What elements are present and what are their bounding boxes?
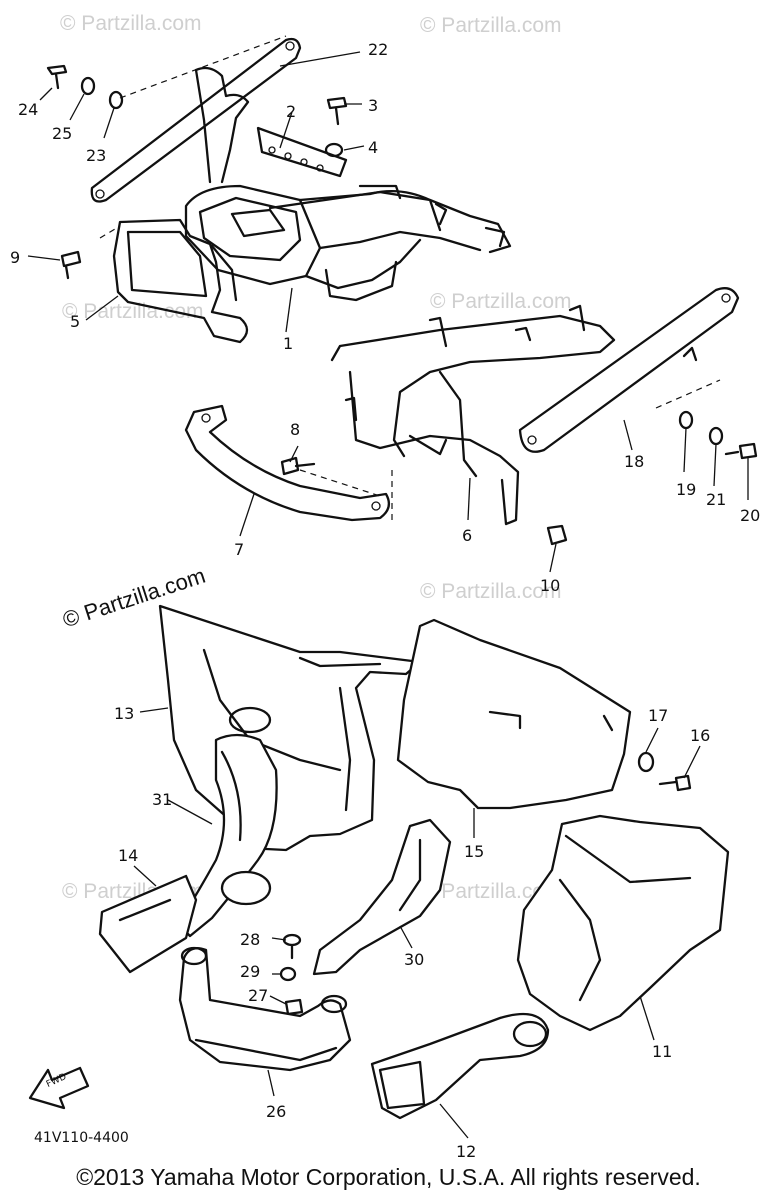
cover-15 bbox=[396, 618, 632, 810]
frame-1 bbox=[184, 66, 512, 302]
callout-5: 5 bbox=[70, 312, 81, 331]
washer-17 bbox=[637, 751, 655, 773]
cover-11 bbox=[516, 814, 730, 1032]
washer-23 bbox=[108, 90, 124, 110]
washer-21 bbox=[708, 426, 724, 446]
cover-13 bbox=[158, 604, 422, 852]
watermark: © Partzilla.com bbox=[62, 300, 204, 323]
fwd-arrow bbox=[28, 1066, 90, 1110]
callout-21: 21 bbox=[706, 490, 727, 509]
callout-27: 27 bbox=[248, 986, 269, 1005]
stay-22 bbox=[90, 37, 302, 203]
stay-7 bbox=[184, 404, 391, 522]
callout-15: 15 bbox=[464, 842, 485, 861]
callout-13: 13 bbox=[114, 704, 135, 723]
watermark: © Partzilla.com bbox=[60, 12, 202, 35]
callout-2: 2 bbox=[286, 102, 297, 121]
bracket-5 bbox=[112, 218, 249, 344]
callout-7: 7 bbox=[234, 540, 245, 559]
bolt-24 bbox=[46, 64, 68, 90]
callout-14: 14 bbox=[118, 846, 139, 865]
bolt-3 bbox=[326, 96, 348, 126]
callout-24: 24 bbox=[18, 100, 39, 119]
duct-30 bbox=[312, 818, 452, 976]
callout-3: 3 bbox=[368, 96, 379, 115]
nut-29 bbox=[279, 966, 297, 982]
bolt-20 bbox=[724, 442, 758, 460]
watermark: © Partzilla.com bbox=[430, 290, 572, 313]
stay-18 bbox=[518, 287, 740, 453]
callout-30: 30 bbox=[404, 950, 425, 969]
watermark: © Partzilla.com bbox=[420, 580, 562, 603]
callout-12: 12 bbox=[456, 1142, 477, 1161]
frame-6 bbox=[330, 304, 616, 526]
callout-8: 8 bbox=[290, 420, 301, 439]
bolt-28 bbox=[282, 933, 302, 960]
callout-17: 17 bbox=[648, 706, 669, 725]
clip-27 bbox=[284, 998, 304, 1016]
bolt-8 bbox=[280, 456, 316, 476]
callout-9: 9 bbox=[10, 248, 21, 267]
callout-29: 29 bbox=[240, 962, 261, 981]
callout-19: 19 bbox=[676, 480, 697, 499]
callout-26: 26 bbox=[266, 1102, 287, 1121]
callout-22: 22 bbox=[368, 40, 389, 59]
callout-11: 11 bbox=[652, 1042, 673, 1061]
copyright-notice: ©2013 Yamaha Motor Corporation, U.S.A. A… bbox=[76, 1164, 701, 1190]
washer-19 bbox=[678, 410, 694, 430]
callout-6: 6 bbox=[462, 526, 473, 545]
callout-20: 20 bbox=[740, 506, 761, 525]
callout-25: 25 bbox=[52, 124, 73, 143]
intake-12 bbox=[370, 1012, 550, 1120]
callout-1: 1 bbox=[283, 334, 294, 353]
washer-25 bbox=[80, 76, 96, 96]
callout-31: 31 bbox=[152, 790, 173, 809]
watermark: © Partzilla.com bbox=[420, 880, 562, 903]
callout-23: 23 bbox=[86, 146, 107, 165]
bolt-16 bbox=[658, 774, 692, 792]
nut-4 bbox=[324, 142, 344, 158]
callout-10: 10 bbox=[540, 576, 561, 595]
watermark: © Partzilla.com bbox=[420, 14, 562, 37]
bolt-10 bbox=[546, 524, 568, 546]
funnel-14 bbox=[98, 870, 272, 974]
callout-28: 28 bbox=[240, 930, 261, 949]
callout-4: 4 bbox=[368, 138, 379, 157]
callout-18: 18 bbox=[624, 452, 645, 471]
airbox-26 bbox=[178, 946, 352, 1072]
callout-16: 16 bbox=[690, 726, 711, 745]
part-code: 41V110-4400 bbox=[34, 1130, 129, 1146]
bolt-9 bbox=[60, 250, 82, 280]
